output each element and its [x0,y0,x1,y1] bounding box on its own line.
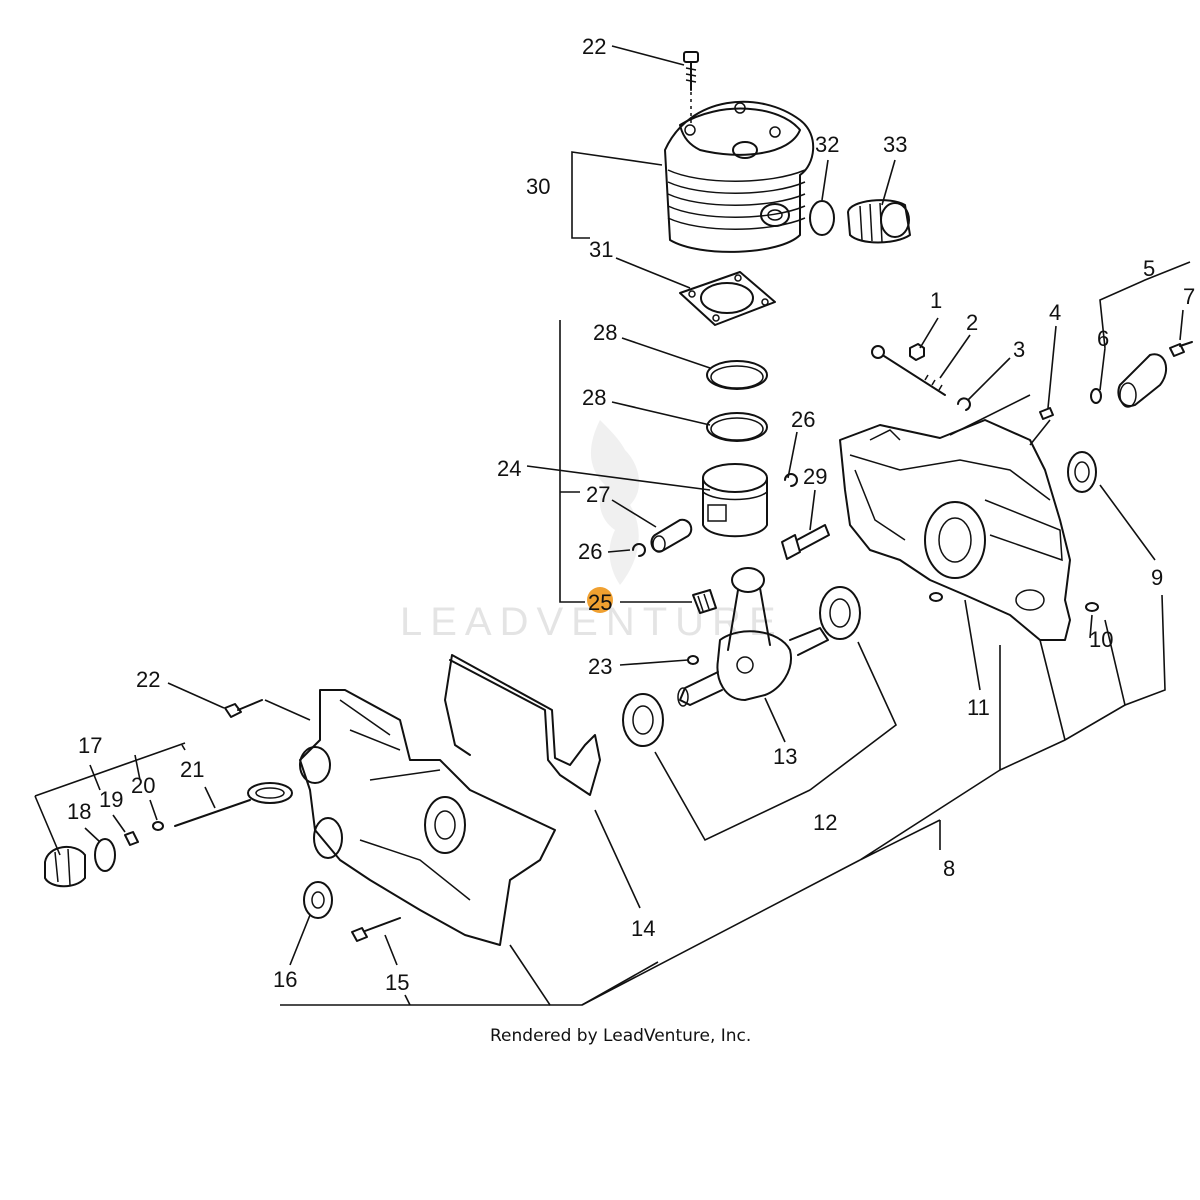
crankshaft-part[interactable] [677,567,829,707]
callout-23[interactable]: 23 [588,654,612,679]
callout-27[interactable]: 27 [586,482,610,507]
callout-15[interactable]: 15 [385,970,409,995]
crankcase-gasket-part[interactable] [444,654,601,796]
crankcase-left-part[interactable] [299,689,556,946]
bolt-part[interactable] [224,699,263,718]
decompression-bolt-part[interactable] [781,524,830,560]
callout-26[interactable]: 26 [578,539,602,564]
callout-31[interactable]: 31 [589,237,613,262]
callout-29[interactable]: 29 [803,464,827,489]
callout-25[interactable]: 25 [588,590,612,615]
callout-7[interactable]: 7 [1183,284,1195,309]
callout-11[interactable]: 11 [967,695,990,720]
callout-12[interactable]: 12 [813,810,837,835]
callout-22[interactable]: 22 [136,667,160,692]
bolt-part[interactable] [351,917,401,942]
callout-10[interactable]: 10 [1089,627,1113,652]
footer-credit: Rendered by LeadVenture, Inc. [490,1026,751,1046]
oil-cap-part[interactable] [44,846,86,888]
cylinder-part[interactable] [664,51,815,253]
piston-pin-clip-part[interactable] [632,543,646,557]
callout-19[interactable]: 19 [99,787,123,812]
piston-pin-clip-part[interactable] [784,473,798,487]
oil-cap-strap-part[interactable] [174,782,293,827]
oil-seal-part[interactable] [303,881,333,919]
callout-26[interactable]: 26 [791,407,815,432]
crank-bearing-part[interactable] [622,693,664,747]
callout-9[interactable]: 9 [1151,565,1163,590]
oring-part[interactable] [809,200,835,236]
callout-6[interactable]: 6 [1097,326,1109,351]
callout-1[interactable]: 1 [930,288,942,313]
crank-bearing-part[interactable] [819,586,861,640]
watermark: LEADVENTURE [400,420,784,644]
hardware-group-part[interactable] [871,341,1193,420]
callout-14[interactable]: 14 [631,916,655,941]
piston-ring-part[interactable] [706,360,768,390]
crankcase-right-part[interactable] [839,419,1071,641]
watermark-text: LEADVENTURE [400,600,784,644]
callouts: 22 30 31 32 33 28 28 24 27 26 26 25 29 2… [67,34,1195,995]
piston-part[interactable] [702,463,768,538]
screw-part[interactable] [152,821,164,831]
needle-bearing-part[interactable] [692,589,717,614]
callout-21[interactable]: 21 [180,757,204,782]
piston-ring-part[interactable] [706,412,768,442]
piston-pin-part[interactable] [650,518,693,553]
callout-8[interactable]: 8 [943,856,955,881]
oring-part[interactable] [94,838,116,872]
leader-lines [34,45,1191,1006]
dowel-pin-part[interactable] [929,592,943,602]
callout-32[interactable]: 32 [815,132,839,157]
callout-33[interactable]: 33 [883,132,907,157]
callout-13[interactable]: 13 [773,744,797,769]
callout-2[interactable]: 2 [966,310,978,335]
callout-4[interactable]: 4 [1049,300,1061,325]
cylinder-gasket-part[interactable] [679,271,776,326]
dowel-pin-part[interactable] [687,655,699,665]
callout-28[interactable]: 28 [593,320,617,345]
callout-25-highlight [587,587,613,613]
callout-5[interactable]: 5 [1143,256,1155,281]
callout-24[interactable]: 24 [497,456,521,481]
callout-18[interactable]: 18 [67,799,91,824]
intake-boot-part[interactable] [847,199,911,244]
callout-22[interactable]: 22 [582,34,606,59]
callout-30[interactable]: 30 [526,174,550,199]
callout-28[interactable]: 28 [582,385,606,410]
oil-seal-part[interactable] [1067,451,1097,493]
callout-3[interactable]: 3 [1013,337,1025,362]
callout-20[interactable]: 20 [131,773,155,798]
callout-16[interactable]: 16 [273,967,297,992]
dowel-pin-part[interactable] [1085,602,1099,612]
callout-17[interactable]: 17 [78,733,102,758]
washer-part[interactable] [124,831,139,846]
